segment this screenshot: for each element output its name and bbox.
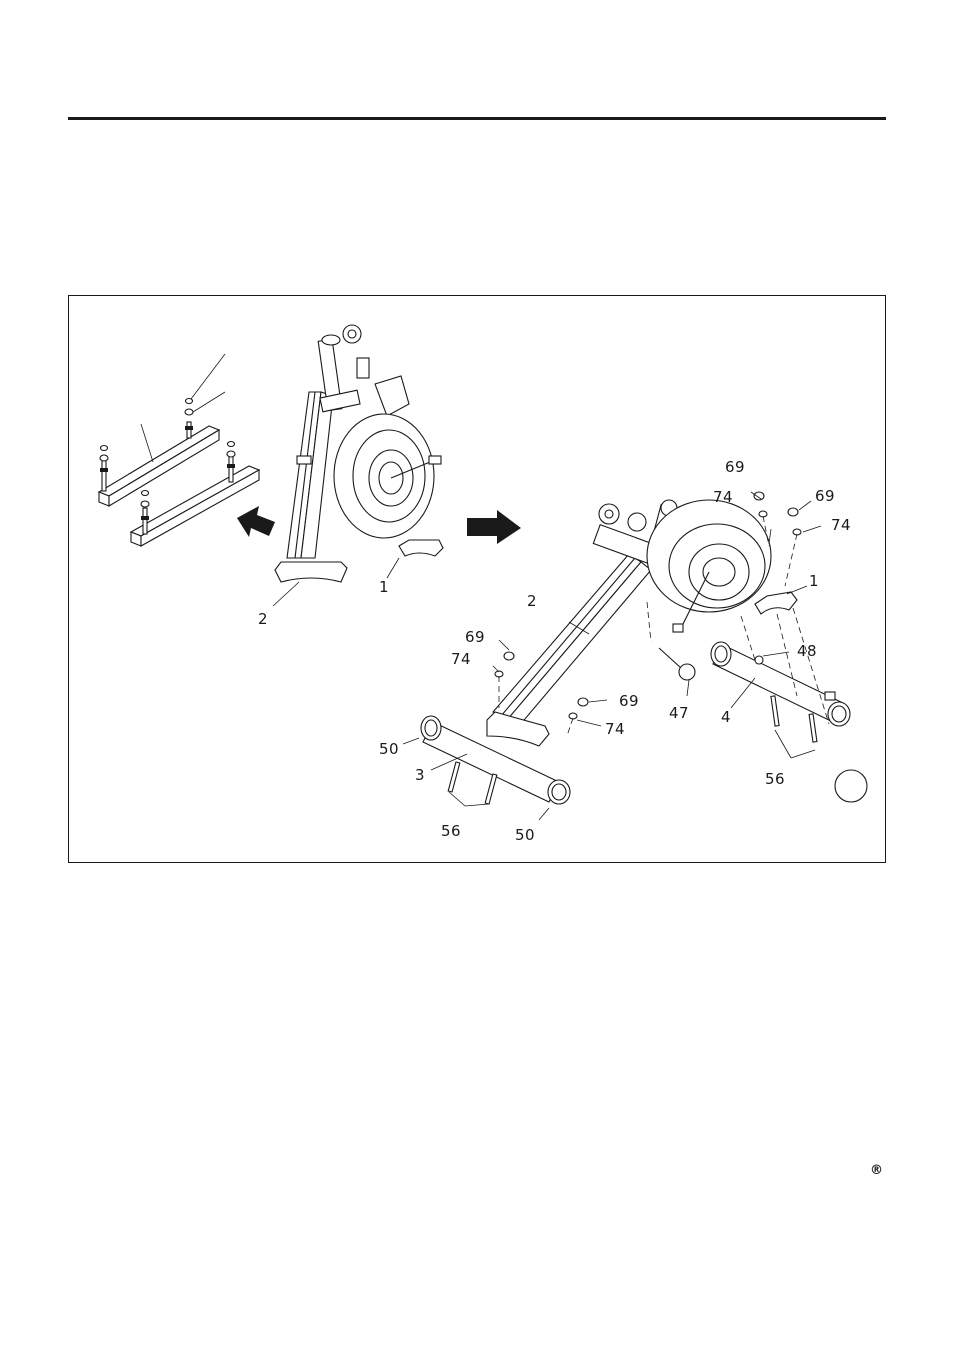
- assembly-figure: 1 2: [68, 295, 886, 863]
- callout-label: 69: [725, 458, 745, 476]
- arrow-right-icon: [467, 510, 521, 544]
- main-frame-upright-left: [275, 325, 443, 582]
- callout-label: 74: [713, 488, 733, 506]
- callout-label: 4: [721, 708, 731, 726]
- callout-label: 47: [669, 704, 689, 722]
- callout-label: 69: [619, 692, 639, 710]
- packaging-stand-rails: [99, 354, 259, 546]
- exploded-assembly-drawing: 1 2: [69, 296, 885, 862]
- callout-label: 69: [465, 628, 485, 646]
- rail-bolt: [100, 446, 108, 492]
- rail-bolt: [185, 399, 193, 439]
- callout-label: 1: [379, 578, 389, 596]
- header-rule: [68, 117, 886, 120]
- arrow-left-icon: [237, 506, 275, 537]
- callout-label: 56: [441, 822, 461, 840]
- callout-label: 74: [605, 720, 625, 738]
- rear-stabilizer-tube: [711, 642, 850, 742]
- callout-label: 3: [415, 766, 425, 784]
- callout-label: 50: [379, 740, 399, 758]
- callout-label: 2: [258, 610, 268, 628]
- callout-label: 56: [765, 770, 785, 788]
- main-frame-upright-right: [487, 500, 797, 746]
- detail-marker-circle: [835, 770, 867, 802]
- callout-label: 1: [809, 572, 819, 590]
- callout-label: 2: [527, 592, 537, 610]
- callout-label: 69: [815, 487, 835, 505]
- registered-trademark-mark: ®: [870, 1163, 883, 1178]
- callout-label: 74: [451, 650, 471, 668]
- callout-label: 48: [797, 642, 817, 660]
- callout-label: 74: [831, 516, 851, 534]
- callout-label: 50: [515, 826, 535, 844]
